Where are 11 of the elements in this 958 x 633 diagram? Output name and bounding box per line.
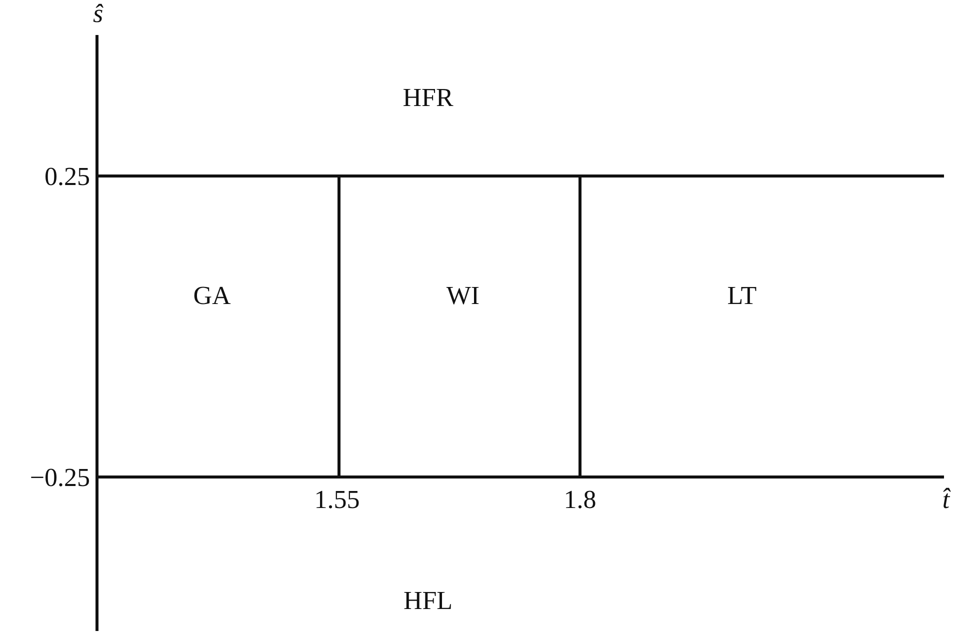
tick-label: −0.25 bbox=[30, 465, 90, 491]
region-label: LT bbox=[727, 283, 757, 309]
axis-label: ŝ bbox=[92, 1, 104, 27]
region-label: GA bbox=[193, 283, 231, 309]
region-label: WI bbox=[446, 283, 480, 309]
region-label: HFL bbox=[403, 588, 453, 614]
tick-label: 0.25 bbox=[44, 164, 90, 190]
tick-label: 1.8 bbox=[564, 487, 596, 513]
region-label: HFR bbox=[402, 85, 454, 111]
axis-label: t̂ bbox=[942, 487, 950, 513]
tick-label: 1.55 bbox=[314, 487, 360, 513]
